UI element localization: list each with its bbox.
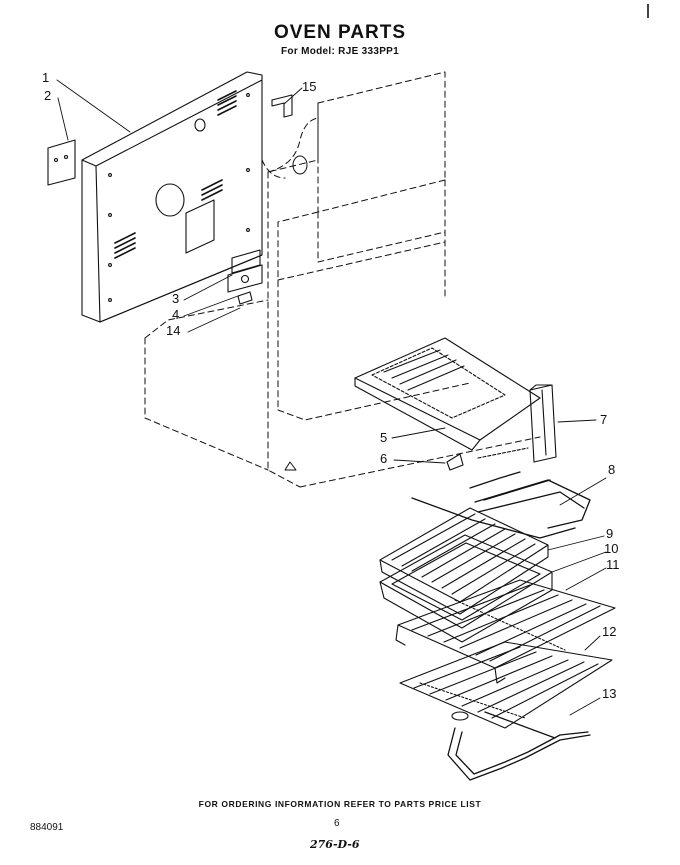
clip — [446, 447, 529, 471]
callout-3: 3 — [172, 291, 179, 306]
callout-10: 10 — [604, 541, 618, 556]
callout-8: 8 — [608, 462, 615, 477]
bake-element — [447, 711, 591, 781]
oven-rack-lower — [399, 641, 613, 729]
callout-4: 4 — [172, 307, 179, 322]
cavity-slots — [284, 155, 308, 471]
ordering-note: FOR ORDERING INFORMATION REFER TO PARTS … — [198, 799, 482, 809]
handwritten-code: 276-D-6 — [310, 838, 360, 851]
callout-15: 15 — [302, 79, 316, 94]
callout-11: 11 — [606, 557, 620, 572]
callout-12: 12 — [602, 624, 616, 639]
callout-7: 7 — [600, 412, 607, 427]
terminal-block — [227, 249, 263, 305]
drawer-assembly — [354, 337, 557, 463]
callout-9: 9 — [606, 526, 613, 541]
callout-5: 5 — [380, 430, 387, 445]
callout-13: 13 — [602, 686, 616, 701]
corner-mark — [647, 4, 649, 18]
callout-1: 1 — [42, 70, 49, 85]
broil-element — [411, 471, 591, 539]
oven-cavity-outline — [144, 71, 541, 488]
leader-lines — [56, 79, 607, 716]
small-plate — [47, 139, 76, 186]
broiler-grid — [379, 507, 549, 615]
bracket — [271, 94, 293, 118]
callout-14: 14 — [166, 323, 180, 338]
model-subtitle: For Model: RJE 333PP1 — [281, 46, 399, 57]
callout-6: 6 — [380, 451, 387, 466]
callout-2: 2 — [44, 88, 51, 103]
document-number: 884091 — [30, 822, 64, 833]
back-panel — [81, 71, 263, 323]
page-number: 6 — [334, 818, 340, 829]
oven-rack-upper — [395, 579, 616, 684]
page-title: OVEN PARTS — [273, 22, 407, 43]
